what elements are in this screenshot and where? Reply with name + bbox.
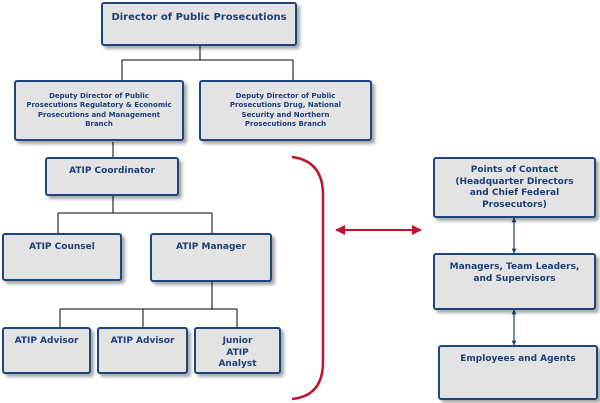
deputy-drug-label: Deputy Director of Public Prosecutions D… bbox=[229, 92, 342, 128]
points-of-contact-label: Points of Contact (Headquarter Directors… bbox=[455, 165, 574, 211]
atip-advisor-label-1: ATIP Advisor bbox=[14, 336, 79, 346]
atip-counsel-box: ATIP Counsel bbox=[2, 233, 122, 281]
director-box: Director of Public Prosecutions bbox=[101, 2, 297, 46]
junior-atip-analyst-box: Junior ATIP Analyst bbox=[194, 327, 281, 374]
deputy-regulatory-box: Deputy Director of Public Prosecutions R… bbox=[14, 80, 184, 141]
atip-advisor-box-1: ATIP Advisor bbox=[2, 327, 91, 374]
junior-atip-analyst-label: Junior ATIP Analyst bbox=[218, 336, 257, 370]
director-label: Director of Public Prosecutions bbox=[111, 12, 287, 23]
employees-box: Employees and Agents bbox=[438, 345, 598, 400]
atip-coordinator-box: ATIP Coordinator bbox=[45, 157, 179, 196]
red-bracket bbox=[291, 155, 325, 401]
deputy-regulatory-label: Deputy Director of Public Prosecutions R… bbox=[26, 92, 172, 128]
managers-box: Managers, Team Leaders, and Supervisors bbox=[433, 253, 596, 310]
points-of-contact-box: Points of Contact (Headquarter Directors… bbox=[433, 157, 596, 218]
managers-label: Managers, Team Leaders, and Supervisors bbox=[449, 262, 580, 284]
atip-coordinator-label: ATIP Coordinator bbox=[69, 166, 155, 176]
deputy-drug-box: Deputy Director of Public Prosecutions D… bbox=[199, 80, 372, 141]
employees-label: Employees and Agents bbox=[460, 354, 576, 364]
atip-advisor-label-2: ATIP Advisor bbox=[110, 336, 175, 346]
coordinator-connector bbox=[57, 196, 213, 233]
director-connector bbox=[121, 46, 294, 80]
atip-advisor-box-2: ATIP Advisor bbox=[97, 327, 188, 374]
atip-manager-label: ATIP Manager bbox=[176, 242, 246, 252]
atip-counsel-label: ATIP Counsel bbox=[29, 242, 95, 252]
manager-connector bbox=[59, 282, 238, 327]
atip-manager-box: ATIP Manager bbox=[150, 233, 272, 282]
